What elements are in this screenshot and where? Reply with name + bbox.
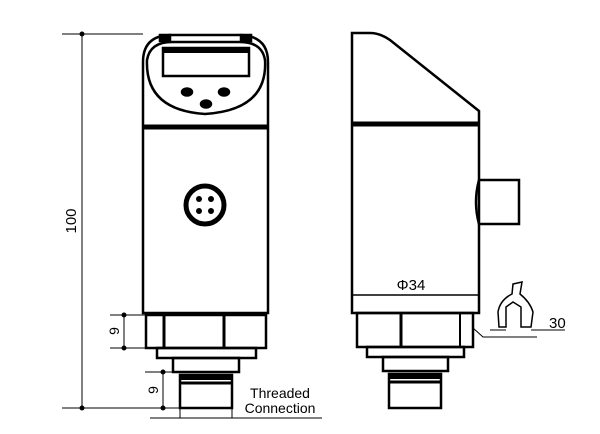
wrench-icon	[497, 281, 534, 328]
button-left-icon	[180, 87, 194, 97]
dim-hex-height: 9	[106, 327, 122, 335]
dim-diameter: Φ34	[397, 277, 426, 294]
label-threaded: Threaded	[250, 385, 310, 401]
dim-thread-height: 9	[145, 386, 161, 394]
thread	[178, 373, 234, 410]
lcd-display	[161, 46, 251, 78]
dim-wrench-size: 30	[549, 315, 566, 332]
side-connector	[474, 178, 521, 226]
dim-overall-height: 100	[63, 208, 80, 233]
label-connection: Connection	[245, 400, 316, 416]
washer	[155, 346, 258, 360]
neck	[171, 356, 241, 374]
side-hex-nut	[355, 311, 475, 349]
top-clip-right	[239, 33, 253, 43]
display-face	[145, 40, 267, 116]
connector-icon	[183, 183, 227, 227]
button-right-icon	[217, 87, 231, 97]
front-view	[141, 33, 270, 410]
side-view	[350, 31, 521, 410]
button-center-icon	[199, 99, 213, 109]
side-housing	[350, 31, 481, 315]
top-clip-left	[158, 33, 172, 43]
